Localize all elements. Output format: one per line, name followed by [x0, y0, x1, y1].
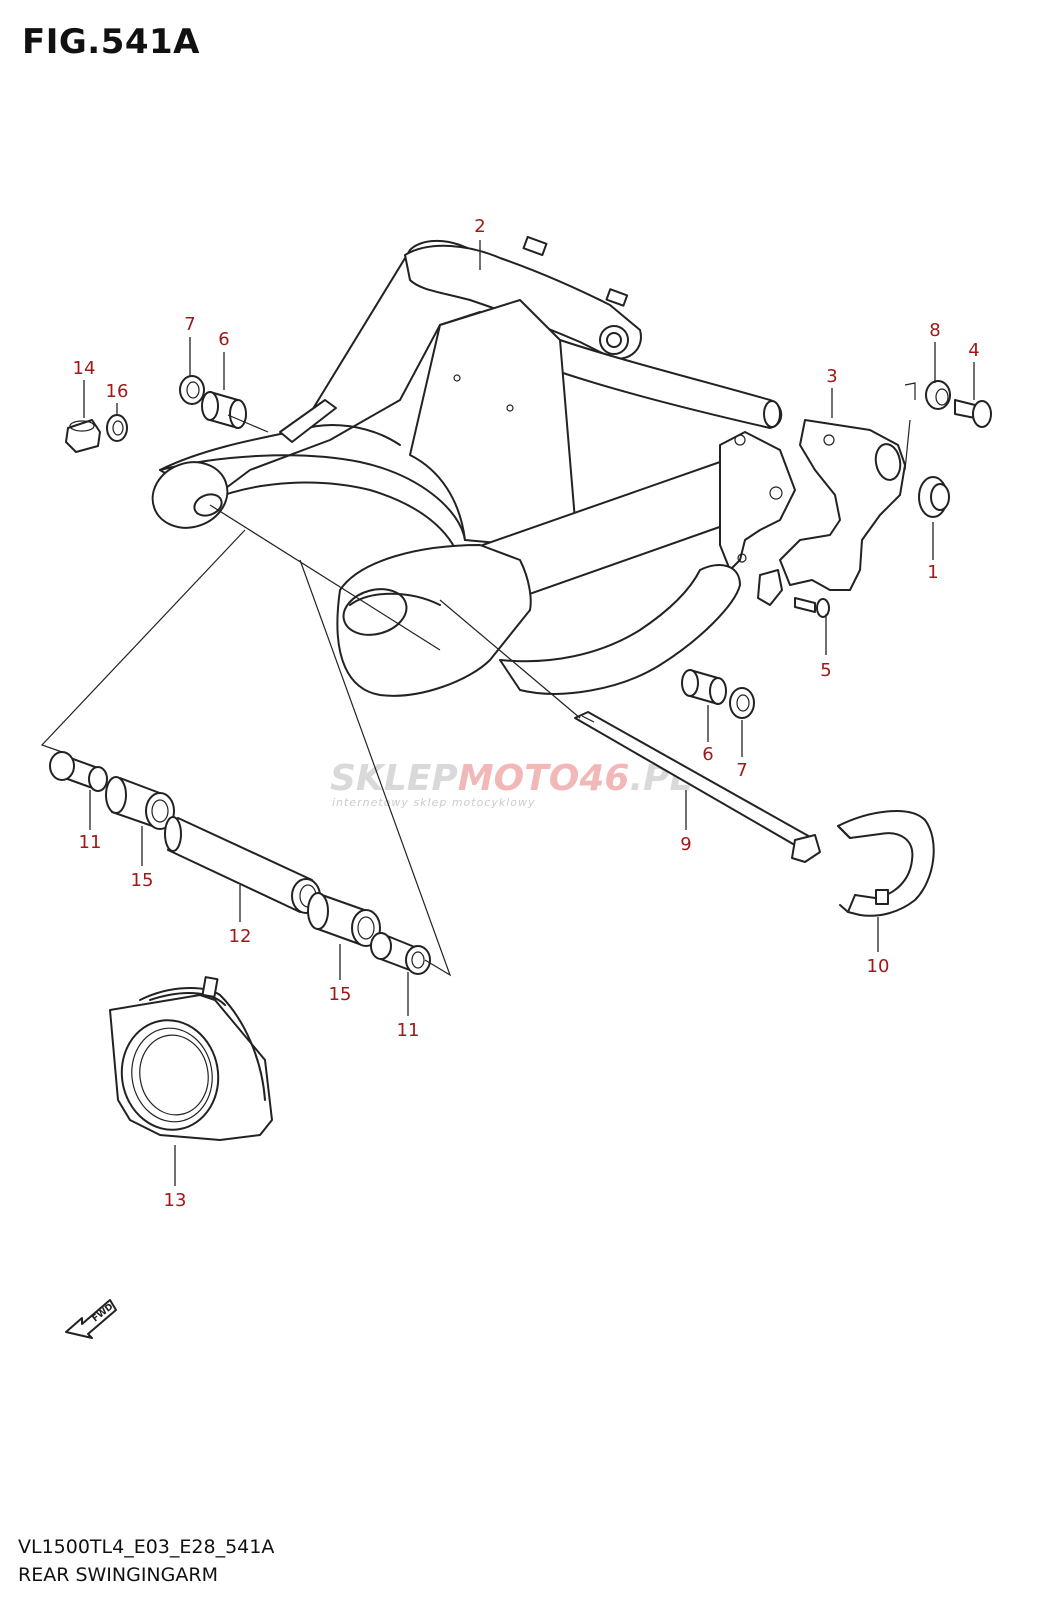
watermark: SKLEPMOTO46.PL internetowy sklep motocyk…	[330, 758, 692, 809]
collar-part-11-lower	[370, 932, 431, 975]
callout-13: 13	[164, 1190, 187, 1211]
fwd-arrow-icon: FWD	[65, 1299, 117, 1339]
cover-part-10	[837, 810, 935, 917]
collar-part-11-upper	[49, 751, 108, 792]
bearing-part-15-lower	[307, 892, 381, 947]
model-code: VL1500TL4_E03_E28_541A	[18, 1536, 275, 1558]
callout-11-upper: 11	[79, 832, 102, 853]
washer-part-7-left	[179, 375, 205, 405]
bolt-part-5	[794, 597, 830, 618]
callout-9: 9	[680, 834, 691, 855]
callout-15-lower: 15	[329, 984, 352, 1005]
washer-part-7-right	[729, 687, 755, 719]
callout-6-left: 6	[218, 329, 229, 350]
callout-7-left: 7	[184, 314, 195, 335]
callout-4: 4	[968, 340, 979, 361]
nut-part-14	[65, 419, 101, 453]
rear-bracket-part-3	[757, 419, 906, 606]
callout-2: 2	[474, 216, 485, 237]
callout-1: 1	[927, 562, 938, 583]
bearing-part-6-right	[681, 669, 727, 705]
boot-part-13	[109, 976, 273, 1141]
bearing-part-15-upper	[105, 776, 175, 830]
washer-part-16	[106, 414, 128, 442]
callout-14: 14	[73, 358, 96, 379]
callout-11-lower: 11	[397, 1020, 420, 1041]
figure-title: FIG.541A	[22, 22, 200, 62]
callout-6-right: 6	[702, 744, 713, 765]
part-group-name: REAR SWINGINGARM	[18, 1564, 218, 1586]
bearing-part-6-left	[201, 391, 247, 429]
callout-16: 16	[106, 381, 129, 402]
callout-5: 5	[820, 660, 831, 681]
callout-8: 8	[929, 320, 940, 341]
callout-labels: 2 3 4 8 1 5 7 6 14 16 6 7 9 10 11 15 12 …	[73, 216, 980, 1211]
callout-10: 10	[867, 956, 890, 977]
swingarm-frame	[151, 235, 796, 697]
callout-leaders	[83, 240, 975, 1186]
pivot-shaft-part-9	[574, 711, 821, 863]
callout-12: 12	[229, 926, 252, 947]
assembly-guide-lines	[40, 382, 916, 977]
nut-part-1	[918, 476, 950, 518]
collar-part-8	[925, 380, 951, 410]
callout-7-right: 7	[736, 760, 747, 781]
callout-3: 3	[826, 366, 837, 387]
spacer-part-12	[164, 816, 321, 914]
bolt-part-4	[954, 399, 992, 428]
callout-15-upper: 15	[131, 870, 154, 891]
watermark-tagline: internetowy sklep motocyklowy	[332, 796, 536, 809]
